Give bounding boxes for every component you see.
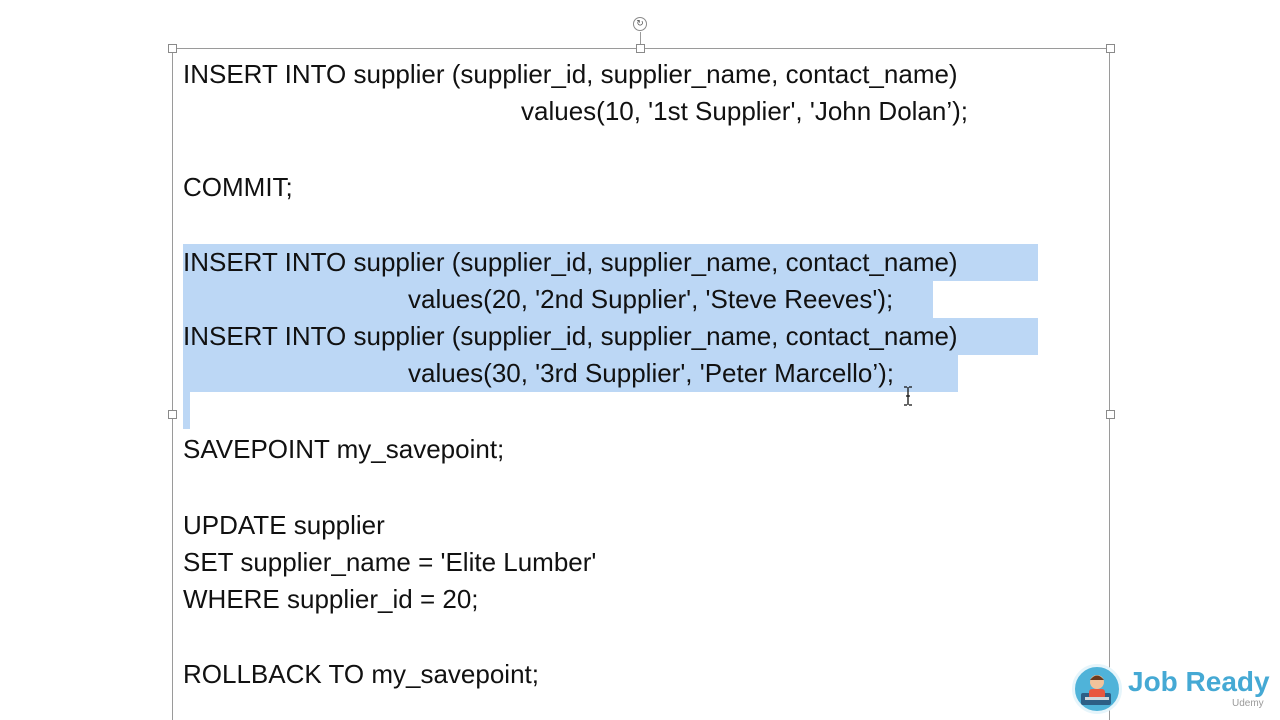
code-line[interactable]: INSERT INTO supplier (supplier_id, suppl… <box>183 59 958 89</box>
logo-text: Job Ready <box>1128 666 1270 697</box>
code-line[interactable]: UPDATE supplier <box>183 510 385 540</box>
resize-handle-top-left[interactable] <box>168 44 177 53</box>
code-line-selected[interactable]: values(30, '3rd Supplier', 'Peter Marcel… <box>408 358 894 388</box>
selection-highlight <box>183 355 958 392</box>
job-ready-logo: Job Ready Udemy <box>1072 664 1277 718</box>
code-line[interactable]: COMMIT; <box>183 172 293 202</box>
code-line[interactable]: ROLLBACK TO my_savepoint; <box>183 659 539 689</box>
code-line[interactable]: SAVEPOINT my_savepoint; <box>183 434 505 464</box>
logo-avatar-icon <box>1072 664 1122 714</box>
selection-highlight <box>183 318 1038 355</box>
text-cursor-icon <box>904 386 912 406</box>
code-line[interactable]: WHERE supplier_id = 20; <box>183 584 479 614</box>
rotate-icon[interactable]: ↻ <box>633 17 647 31</box>
logo-subtext: Udemy <box>1232 698 1264 709</box>
code-line-selected[interactable]: values(20, '2nd Supplier', 'Steve Reeves… <box>408 284 894 314</box>
selection-highlight <box>183 244 1038 281</box>
selection-highlight <box>183 281 933 318</box>
resize-handle-top-center[interactable] <box>636 44 645 53</box>
code-line-selected[interactable]: INSERT INTO supplier (supplier_id, suppl… <box>183 321 958 351</box>
rotate-connector <box>640 32 641 48</box>
resize-handle-top-right[interactable] <box>1106 44 1115 53</box>
resize-handle-middle-right[interactable] <box>1106 410 1115 419</box>
selection-highlight <box>183 392 190 429</box>
code-line[interactable]: SET supplier_name = 'Elite Lumber' <box>183 547 597 577</box>
resize-handle-middle-left[interactable] <box>168 410 177 419</box>
code-line-selected[interactable]: INSERT INTO supplier (supplier_id, suppl… <box>183 247 958 277</box>
code-line[interactable]: values(10, '1st Supplier', 'John Dolan’)… <box>521 96 969 126</box>
